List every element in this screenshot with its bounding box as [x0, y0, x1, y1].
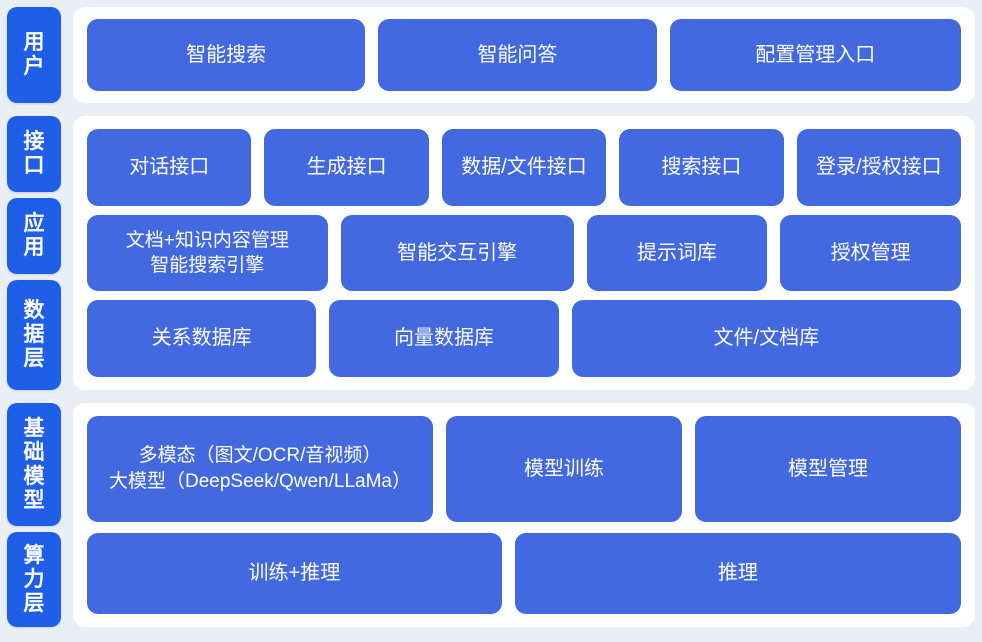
box-search-api[interactable]: 搜索接口 [619, 129, 784, 206]
row-application: 文档+知识内容管理 智能搜索引擎 智能交互引擎 提示词库 授权管理 [87, 214, 961, 292]
panel-user: 智能搜索 智能问答 配置管理入口 [73, 7, 975, 103]
panel-bottom: 多模态（图文/OCR/音视频） 大模型（DeepSeek/Qwen/LLaMa）… [73, 403, 975, 627]
box-model-management[interactable]: 模型管理 [695, 416, 961, 522]
side-label-user-text: 用户 [23, 31, 45, 78]
side-label-foundation-model: 基础模型 [7, 403, 61, 527]
row-compute: 训练+推理 推理 [87, 532, 961, 615]
side-label-application: 应用 [7, 198, 61, 274]
label-column-bottom: 基础模型 算力层 [7, 403, 61, 627]
box-doc-knowledge-management[interactable]: 文档+知识内容管理 智能搜索引擎 [87, 214, 328, 292]
box-smart-qa[interactable]: 智能问答 [378, 19, 657, 91]
row-user-entry: 智能搜索 智能问答 配置管理入口 [87, 19, 961, 91]
section-user: 用户 智能搜索 智能问答 配置管理入口 [7, 7, 975, 103]
box-generate-api[interactable]: 生成接口 [264, 129, 429, 206]
box-smart-search[interactable]: 智能搜索 [87, 19, 366, 91]
section-bottom: 基础模型 算力层 多模态（图文/OCR/音视频） 大模型（DeepSeek/Qw… [7, 403, 975, 627]
side-label-interface: 接口 [7, 116, 61, 192]
box-login-auth-api[interactable]: 登录/授权接口 [796, 129, 962, 206]
box-interaction-engine[interactable]: 智能交互引擎 [340, 214, 574, 292]
row-interface: 对话接口 生成接口 数据/文件接口 搜索接口 登录/授权接口 [87, 129, 962, 206]
box-data-file-api[interactable]: 数据/文件接口 [441, 129, 607, 206]
side-label-foundation-model-text: 基础模型 [23, 416, 45, 512]
side-label-interface-text: 接口 [23, 130, 45, 177]
box-infer[interactable]: 推理 [514, 532, 961, 615]
box-file-doc-store[interactable]: 文件/文档库 [571, 300, 961, 378]
box-multimodal-llm[interactable]: 多模态（图文/OCR/音视频） 大模型（DeepSeek/Qwen/LLaMa） [87, 416, 433, 522]
panel-middle: 对话接口 生成接口 数据/文件接口 搜索接口 登录/授权接口 文档+知识内容管理… [73, 116, 975, 390]
side-label-data-layer-text: 数据层 [23, 299, 45, 370]
box-config-entry[interactable]: 配置管理入口 [669, 19, 961, 91]
box-train-and-infer[interactable]: 训练+推理 [87, 532, 502, 615]
row-foundation-model: 多模态（图文/OCR/音视频） 大模型（DeepSeek/Qwen/LLaMa）… [87, 416, 961, 522]
label-column-middle: 接口 应用 数据层 [7, 116, 61, 390]
side-label-user: 用户 [7, 7, 61, 103]
box-model-training[interactable]: 模型训练 [446, 416, 682, 522]
box-vector-db[interactable]: 向量数据库 [329, 300, 559, 378]
row-data: 关系数据库 向量数据库 文件/文档库 [87, 300, 961, 378]
side-label-application-text: 应用 [23, 212, 45, 259]
section-middle: 接口 应用 数据层 对话接口 生成接口 数据/文件接口 搜索接口 登录/授权接口… [7, 116, 975, 390]
side-label-compute-layer: 算力层 [7, 532, 61, 627]
box-prompt-library[interactable]: 提示词库 [586, 214, 768, 292]
side-label-data-layer: 数据层 [7, 280, 61, 390]
box-relational-db[interactable]: 关系数据库 [87, 300, 317, 378]
side-label-compute-layer-text: 算力层 [23, 543, 45, 615]
label-column-user: 用户 [7, 7, 61, 103]
box-dialog-api[interactable]: 对话接口 [87, 129, 252, 206]
box-auth-management[interactable]: 授权管理 [780, 214, 961, 292]
